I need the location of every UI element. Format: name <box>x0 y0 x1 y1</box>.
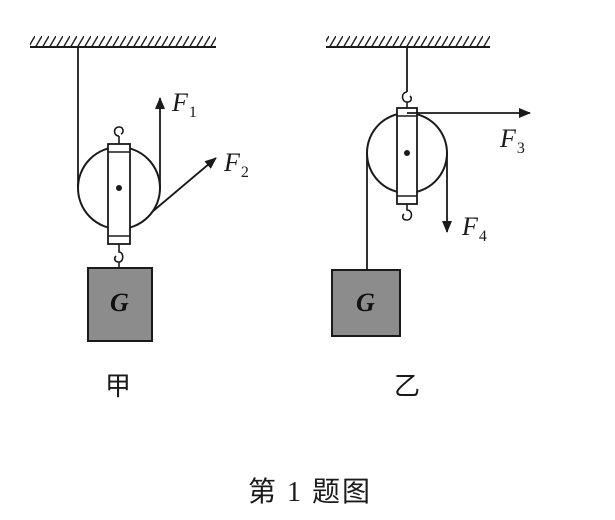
panel-label-right: 乙 <box>394 372 421 401</box>
bottom-hook-icon <box>401 204 413 221</box>
ceiling-left <box>30 36 216 47</box>
movable-pulley-system <box>30 36 217 342</box>
force-arrow-f2 <box>151 157 217 213</box>
force-label-f2: F2 <box>224 148 249 181</box>
block-label-right: G <box>356 288 375 317</box>
weight-block-right <box>331 269 401 337</box>
pulley-axle <box>116 185 122 191</box>
fixed-pulley-system <box>326 36 531 337</box>
pulley-frame <box>107 143 131 245</box>
ceiling-right <box>326 36 490 47</box>
block-label-left: G <box>110 288 129 317</box>
top-hook-icon <box>113 126 124 144</box>
top-hook-icon <box>401 91 413 108</box>
force-label-f4: F4 <box>462 212 487 245</box>
force-label-f1: F1 <box>172 88 197 121</box>
panel-label-left: 甲 <box>105 372 132 401</box>
figure-caption: 第 1 题图 <box>248 477 373 508</box>
weight-block-left <box>87 267 153 342</box>
pulley-axle <box>404 150 410 156</box>
bottom-hook-icon <box>113 244 124 268</box>
force-label-f3: F3 <box>500 124 525 157</box>
